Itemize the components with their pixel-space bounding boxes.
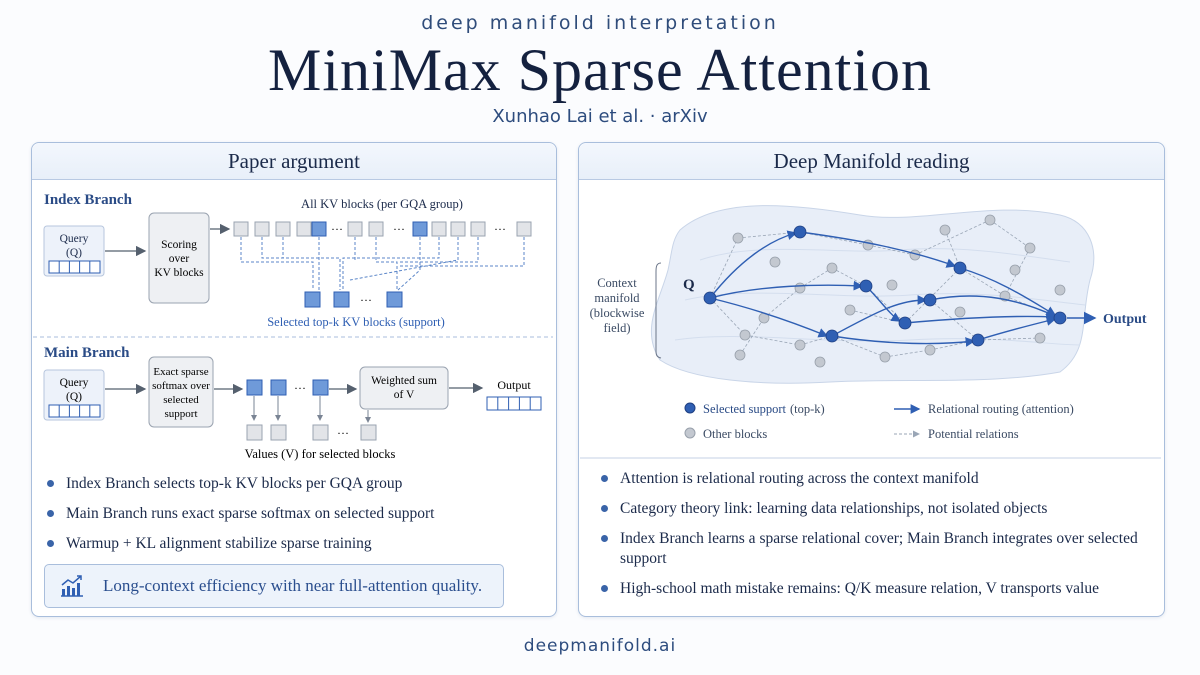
selection-dashed-links [240, 237, 525, 291]
legend-selected-suffix: (top-k) [790, 402, 825, 416]
softmax-text-1: Exact sparse [153, 366, 208, 378]
main-selected-ellipsis: ··· [294, 381, 306, 395]
scoring-text-1: Scoring [161, 239, 197, 251]
manifold-bullets: Attention is relational routing across t… [598, 469, 1143, 599]
softmax-text-3: selected [163, 394, 199, 406]
main-selected-row: ··· [246, 379, 329, 396]
value-block [360, 424, 377, 441]
kv-block [296, 221, 312, 237]
kv-block [233, 221, 249, 237]
value-arrows [251, 396, 371, 423]
manifold-bullet-1: Attention is relational routing across t… [598, 469, 1143, 489]
kv-block [368, 221, 384, 237]
softmax-text-2: softmax over [152, 380, 210, 392]
legend-routing-label: Relational routing (attention) [928, 402, 1074, 416]
value-block [270, 424, 287, 441]
value-block [312, 424, 329, 441]
main-output-label: Output [497, 378, 531, 392]
manifold-label-4: field) [603, 321, 630, 335]
scoring-text-3: KV blocks [154, 267, 204, 279]
tagline: deep manifold interpretation [421, 12, 779, 34]
kv-block-selected [412, 221, 428, 237]
kv-ellipsis: ··· [331, 222, 343, 236]
panel-title-deep-manifold: Deep Manifold reading [579, 143, 1164, 180]
main-query-vector [48, 404, 101, 418]
footer-site[interactable]: deepmanifold.ai [523, 636, 677, 656]
efficiency-callout: Long-context efficiency with near full-a… [44, 564, 504, 608]
weighted-sum-box [359, 366, 449, 410]
authors-line: Xunhao Lai et al. · arXiv [492, 106, 708, 127]
kv-block [347, 221, 363, 237]
selected-topk-row: ··· [304, 291, 403, 308]
kv-block [450, 221, 466, 237]
page-title: MiniMax Sparse Attention [268, 37, 932, 103]
value-block [246, 424, 263, 441]
selected-ellipsis: ··· [360, 293, 372, 307]
kv-ellipsis: ··· [494, 222, 506, 236]
index-query-box [43, 225, 105, 277]
legend-selected-icon [684, 402, 696, 414]
weighted-text-1: Weighted sum [371, 375, 437, 387]
index-query-text-2: (Q) [66, 247, 82, 259]
kv-block-selected [311, 221, 327, 237]
legend-other-label: Other blocks [703, 427, 767, 441]
legend-selected-label: Selected support [703, 402, 786, 416]
paper-bullet-2: Main Branch runs exact sparse softmax on… [44, 504, 544, 524]
kv-block [275, 221, 291, 237]
sparse-softmax-box [148, 356, 214, 428]
panel-title-paper-argument: Paper argument [32, 143, 556, 180]
kv-block [254, 221, 270, 237]
index-query-vector [48, 260, 101, 274]
legend-potential-label: Potential relations [928, 427, 1019, 441]
relational-routing [709, 230, 1057, 347]
callout-text: Long-context efficiency with near full-a… [103, 576, 483, 595]
kv-ellipsis: ··· [393, 222, 405, 236]
legend-other-icon [684, 427, 696, 439]
manifold-surface [651, 205, 1095, 384]
other-blocks [732, 214, 1066, 368]
selected-block [304, 291, 321, 308]
values-label: Values (V) for selected blocks [245, 447, 396, 461]
manifold-bullet-3: Index Branch learns a sparse relational … [598, 529, 1143, 569]
trend-chart-icon [61, 575, 83, 597]
all-kv-blocks-label: All KV blocks (per GQA group) [301, 197, 463, 211]
paper-bullet-1: Index Branch selects top-k KV blocks per… [44, 474, 544, 494]
manifold-output-label: Output [1103, 312, 1147, 327]
main-query-text-2: (Q) [66, 391, 82, 403]
main-branch-label: Main Branch [44, 345, 130, 361]
manifold-bullet-4: High-school math mistake remains: Q/K me… [598, 579, 1143, 599]
index-query-text-1: Query [60, 233, 89, 245]
output-vector [486, 396, 542, 411]
main-query-box [43, 369, 105, 421]
index-branch-label: Index Branch [44, 192, 133, 208]
scoring-box [148, 212, 210, 304]
main-selected-block [270, 379, 287, 396]
paper-bullets: Index Branch selects top-k KV blocks per… [44, 474, 544, 554]
manifold-label-1: Context [597, 276, 637, 290]
main-selected-block [312, 379, 329, 396]
softmax-text-4: support [165, 408, 198, 420]
manifold-q-label: Q [683, 277, 695, 293]
manifold-label-2: manifold [594, 291, 640, 305]
kv-block [516, 221, 532, 237]
selected-support-nodes [703, 225, 1067, 347]
selected-block [386, 291, 403, 308]
values-row: ··· [246, 424, 377, 441]
values-ellipsis: ··· [337, 426, 349, 440]
main-selected-block [246, 379, 263, 396]
kv-block [431, 221, 447, 237]
manifold-bullet-2: Category theory link: learning data rela… [598, 499, 1143, 519]
main-query-text-1: Query [60, 377, 89, 389]
weighted-text-2: of V [394, 389, 415, 401]
all-kv-blocks-row: ··· ··· ··· [233, 221, 532, 237]
manifold-label-3: (blockwise [590, 306, 645, 320]
kv-block [470, 221, 486, 237]
selected-topk-label: Selected top-k KV blocks (support) [267, 315, 445, 329]
potential-relations [709, 219, 1061, 358]
selected-block [333, 291, 350, 308]
scoring-text-2: over [169, 253, 190, 265]
paper-bullet-3: Warmup + KL alignment stabilize sparse t… [44, 534, 544, 554]
manifold-brace [655, 262, 662, 359]
